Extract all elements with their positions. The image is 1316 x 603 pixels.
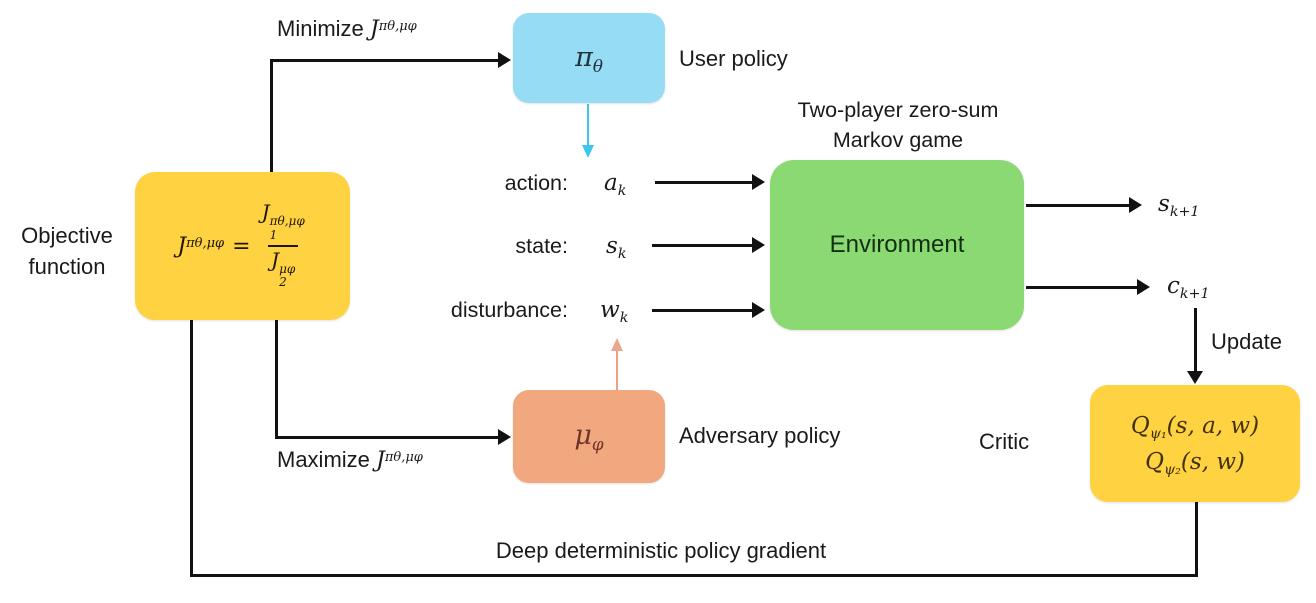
environment-label: Environment: [829, 231, 965, 258]
maximize-arrow-shaft: [276, 435, 500, 439]
critic-q1-formula: Qψ₁(s, a, w): [1130, 412, 1260, 442]
next-state-arrow-shaft: [1026, 203, 1131, 207]
disturbance-arrow-shaft: [652, 308, 754, 312]
adversary-policy-box: μφ: [513, 390, 665, 483]
minimize-arrow: [271, 52, 511, 68]
minimize-arrowhead-icon: [498, 52, 511, 68]
minimize-label: Minimize Jπθ,μφ: [277, 16, 417, 42]
update-arrowhead-icon: [1187, 371, 1203, 384]
update-arrow: [1187, 308, 1203, 384]
action-arrowhead-icon: [752, 174, 765, 190]
cost-arrow-shaft: [1026, 285, 1139, 289]
adversary-disturbance-arrowhead-icon: [611, 338, 623, 351]
critic-q2-formula: Qψ₂(s, w): [1145, 448, 1245, 478]
user-policy-action-arrow-shaft: [586, 104, 589, 147]
ddpg-label: Deep deterministic policy gradient: [495, 538, 827, 563]
state-symbol: sk: [606, 233, 627, 262]
maximize-label: Maximize Jπθ,μφ: [277, 447, 423, 473]
env-cost-arrow: [1026, 279, 1150, 295]
formula-lhs: Jπθ,μφ: [177, 233, 225, 259]
maximize-arrowhead-icon: [498, 429, 511, 445]
disturbance-arrowhead-icon: [752, 302, 765, 318]
state-label: state:: [515, 234, 568, 258]
action-symbol: ak: [604, 170, 627, 199]
state-arrow-shaft: [652, 243, 754, 247]
pi-theta-symbol: πθ: [575, 41, 603, 76]
user-policy-action-arrow: [580, 104, 596, 158]
minimize-arrow-shaft: [271, 58, 500, 62]
maximize-arrow: [276, 429, 511, 445]
critic-label: Critic: [979, 429, 1030, 454]
ddpg-loop-right-vline: [1195, 501, 1198, 577]
action-arrow-shaft: [655, 180, 754, 184]
adversary-disturbance-arrow-shaft: [615, 349, 618, 390]
adversary-disturbance-arrow: [609, 338, 625, 390]
user-policy-label: User policy: [679, 46, 788, 71]
cost-symbol: ck+1: [1167, 273, 1210, 302]
critic-formulas: Qψ₁(s, a, w) Qψ₂(s, w): [1131, 408, 1259, 480]
cost-arrowhead-icon: [1137, 279, 1150, 295]
next-state-arrowhead-icon: [1129, 197, 1142, 213]
user-policy-action-arrowhead-icon: [582, 145, 594, 158]
env-next-state-arrow: [1026, 197, 1142, 213]
state-to-env-arrow: [652, 237, 765, 253]
action-to-env-arrow: [655, 174, 765, 190]
formula-equals: =: [232, 233, 251, 259]
update-arrow-shaft: [1193, 308, 1197, 373]
next-state-symbol: sk+1: [1158, 191, 1200, 220]
environment-box: Environment: [770, 160, 1024, 330]
disturbance-to-env-arrow: [652, 302, 765, 318]
ddpg-loop-bottom-hline: [190, 574, 1198, 577]
disturbance-symbol: wk: [600, 297, 629, 326]
markov-game-label: Two-player zero-sum Markov game: [797, 98, 999, 152]
update-label: Update: [1211, 329, 1282, 354]
action-label: action:: [504, 171, 568, 195]
maximize-branch-vline: [275, 320, 278, 439]
critic-box: Qψ₁(s, a, w) Qψ₂(s, w): [1090, 385, 1300, 502]
user-policy-box: πθ: [513, 13, 665, 103]
minimize-branch-vline: [270, 59, 273, 173]
adversary-policy-label: Adversary policy: [679, 423, 841, 448]
objective-function-label: Objective function: [21, 223, 113, 279]
state-arrowhead-icon: [752, 237, 765, 253]
mu-phi-symbol: μφ: [574, 420, 604, 455]
disturbance-label: disturbance:: [450, 298, 568, 322]
ddpg-loop-left-vline: [190, 320, 193, 577]
